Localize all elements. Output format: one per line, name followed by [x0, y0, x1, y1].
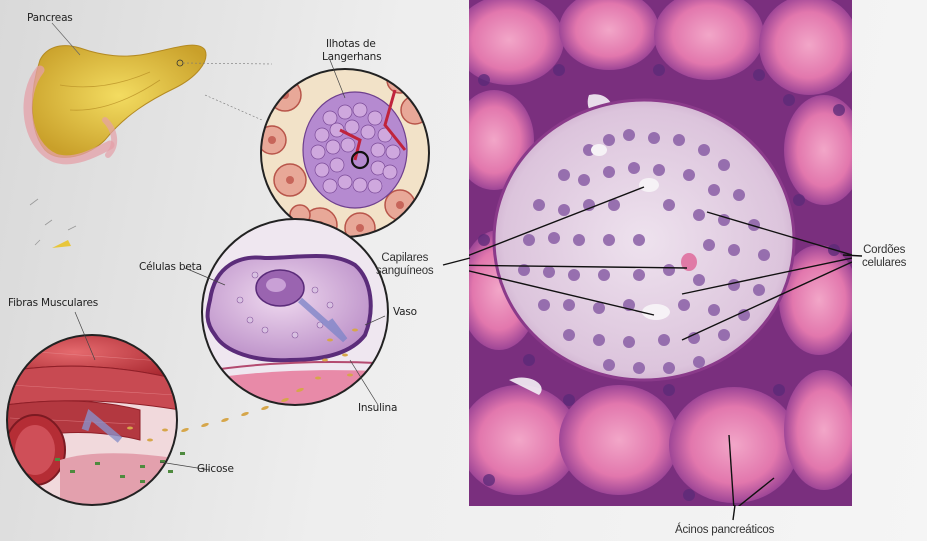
label-muscle-fibers: Fibras Musculares [8, 297, 98, 309]
label-cell-cords-line1: Cordões [862, 244, 906, 257]
pancreas-organ [28, 23, 272, 160]
label-acini: Ácinos pancreáticos [675, 524, 774, 537]
label-glucose: Glicose [197, 463, 234, 475]
label-cell-cords-line2: celulares [862, 257, 906, 270]
label-capillaries-line1: Capilares [376, 252, 433, 265]
label-pancreas: Pancreas [27, 12, 73, 24]
label-capillaries: Capilares sanguíneos [376, 252, 433, 278]
label-vessel: Vaso [393, 306, 417, 318]
label-capillaries-line2: sanguíneos [376, 265, 433, 278]
label-cell-cords: Cordões celulares [862, 244, 906, 270]
label-islets-line2: Langerhans [322, 51, 381, 63]
beta-cell-zoom-circle [200, 218, 395, 410]
decorative-marks [30, 199, 76, 248]
label-islets-line1: Ilhotas de [326, 38, 376, 50]
islet-of-langerhans [494, 100, 794, 380]
islet-zoom-circle [255, 65, 435, 245]
micrograph-panel [469, 0, 852, 506]
label-beta-cells: Células beta [139, 261, 202, 273]
label-insulin: Insulina [358, 402, 397, 414]
